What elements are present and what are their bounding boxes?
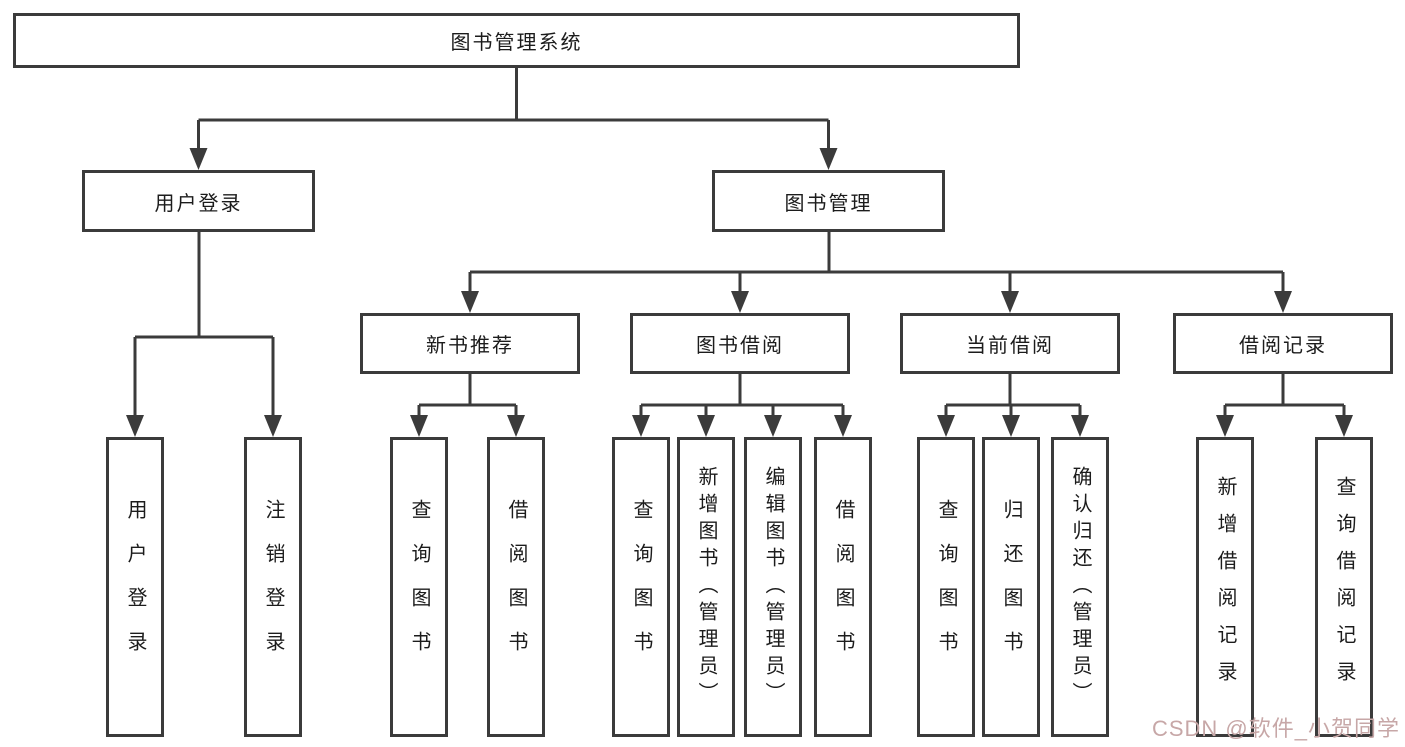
node-label: 归还图书 bbox=[1000, 499, 1022, 675]
leaf-query-books-1: 查询图书 bbox=[390, 437, 448, 737]
node-label: 查询图书 bbox=[408, 499, 430, 675]
node-label: 借阅图书 bbox=[832, 499, 854, 675]
arrow-icon bbox=[264, 415, 282, 437]
node-label: 注销登录 bbox=[262, 499, 284, 675]
arrow-icon bbox=[819, 148, 838, 170]
leaf-logout: 注销登录 bbox=[244, 437, 302, 737]
leaf-add-book-admin: 新增图书（管理员） bbox=[677, 437, 735, 737]
connector-records-to-leaves bbox=[1223, 374, 1346, 433]
arrow-icon bbox=[126, 415, 144, 437]
node-label: 查询图书 bbox=[630, 499, 652, 675]
arrow-icon bbox=[1002, 415, 1020, 437]
arrow-icon bbox=[189, 148, 208, 170]
arrow-icon bbox=[1216, 415, 1234, 437]
connector-mgmt-to-level3 bbox=[468, 232, 1285, 309]
connector-root-to-level2 bbox=[197, 68, 830, 166]
arrow-icon bbox=[410, 415, 428, 437]
arrow-icon bbox=[834, 415, 852, 437]
node-borrow-records: 借阅记录 bbox=[1173, 313, 1393, 374]
arrow-icon bbox=[731, 291, 749, 313]
leaf-user-login: 用户登录 bbox=[106, 437, 164, 737]
node-label: 当前借阅 bbox=[966, 335, 1054, 357]
node-label: 新增借阅记录 bbox=[1214, 476, 1236, 698]
arrow-icon bbox=[1001, 291, 1019, 313]
node-label: 图书管理 bbox=[784, 192, 873, 215]
leaf-borrow-books-2: 借阅图书 bbox=[814, 437, 872, 737]
arrow-icon bbox=[632, 415, 650, 437]
leaf-confirm-return-admin: 确认归还（管理员） bbox=[1051, 437, 1109, 737]
connector-newbooks-to-leaves bbox=[417, 374, 518, 433]
leaf-borrow-books-1: 借阅图书 bbox=[487, 437, 545, 737]
node-label: 查询借阅记录 bbox=[1333, 476, 1355, 698]
arrow-icon bbox=[461, 291, 479, 313]
arrow-icon bbox=[697, 415, 715, 437]
leaf-query-borrow-record: 查询借阅记录 bbox=[1315, 437, 1373, 737]
node-current-borrow: 当前借阅 bbox=[900, 313, 1120, 374]
node-label: 图书借阅 bbox=[696, 335, 784, 357]
leaf-query-books-2: 查询图书 bbox=[612, 437, 670, 737]
node-book-borrow: 图书借阅 bbox=[630, 313, 850, 374]
connector-borrow-to-leaves bbox=[639, 374, 845, 433]
node-root: 图书管理系统 bbox=[13, 13, 1020, 68]
connector-login-to-leaves bbox=[133, 232, 275, 433]
node-label: 新增图书（管理员） bbox=[695, 465, 717, 709]
node-book-management: 图书管理 bbox=[712, 170, 945, 232]
arrow-icon bbox=[937, 415, 955, 437]
leaf-return-books: 归还图书 bbox=[982, 437, 1040, 737]
arrow-icon bbox=[764, 415, 782, 437]
node-label: 编辑图书（管理员） bbox=[762, 465, 784, 709]
node-label: 用户登录 bbox=[124, 499, 146, 675]
node-label: 图书管理系统 bbox=[450, 32, 583, 54]
arrow-icon bbox=[1071, 415, 1089, 437]
leaf-add-borrow-record: 新增借阅记录 bbox=[1196, 437, 1254, 737]
node-new-books: 新书推荐 bbox=[360, 313, 580, 374]
node-label: 查询图书 bbox=[935, 499, 957, 675]
leaf-query-books-3: 查询图书 bbox=[917, 437, 975, 737]
arrow-icon bbox=[1274, 291, 1292, 313]
arrow-icon bbox=[507, 415, 525, 437]
watermark: CSDN @软件_小贺同学 bbox=[1151, 716, 1400, 741]
node-label: 新书推荐 bbox=[426, 335, 514, 357]
node-label: 借阅记录 bbox=[1239, 335, 1327, 357]
leaf-edit-book-admin: 编辑图书（管理员） bbox=[744, 437, 802, 737]
node-user-login: 用户登录 bbox=[82, 170, 315, 232]
node-label: 确认归还（管理员） bbox=[1069, 465, 1091, 709]
arrow-icon bbox=[1335, 415, 1353, 437]
node-label: 用户登录 bbox=[154, 192, 243, 215]
node-label: 借阅图书 bbox=[505, 499, 527, 675]
